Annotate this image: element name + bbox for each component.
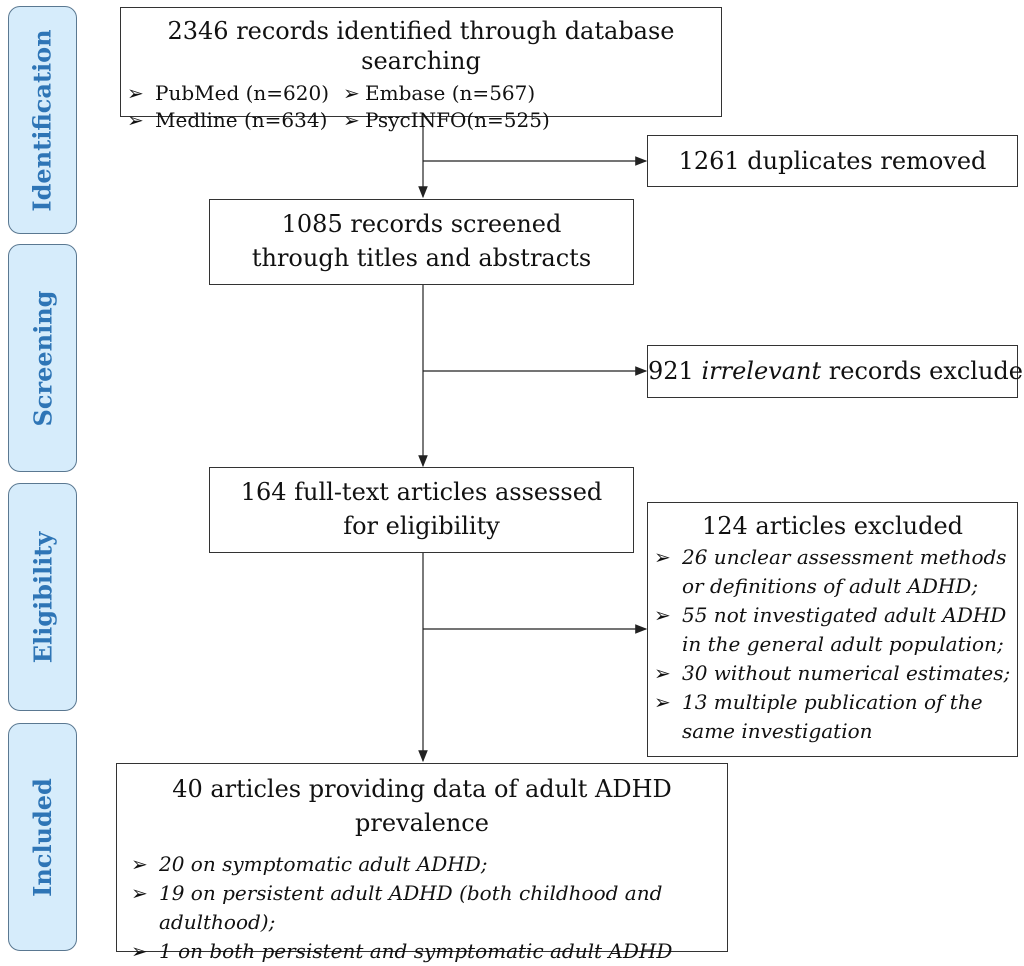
stage-identification: Identification: [8, 6, 77, 234]
source-item: ➢Medline (n=634): [127, 108, 328, 132]
list-item: ➢30 without numerical estimates;: [648, 659, 1011, 688]
bullet-icon: ➢: [131, 852, 148, 876]
included-title: 40 articles providing data of adult ADHD…: [172, 775, 672, 837]
list-item: ➢26 unclear assessment methods or defini…: [654, 545, 1007, 598]
sources-left-list: ➢PubMed (n=620) ➢Medline (n=634): [121, 80, 343, 134]
included-items-list: ➢20 on symptomatic adult ADHD; ➢19 on pe…: [117, 850, 727, 966]
bullet-icon: ➢: [654, 661, 671, 685]
articles-excluded-title: 124 articles excluded: [701, 512, 964, 540]
included-box: 40 articles providing data of adult ADHD…: [116, 763, 728, 963]
list-item: ➢13 multiple publication of the same inv…: [654, 690, 983, 743]
list-item: ➢55 not investigated adult ADHD in the g…: [654, 603, 1007, 656]
articles-excluded-box: 124 articles excluded ➢26 unclear assess…: [647, 502, 1018, 757]
bullet-icon: ➢: [131, 881, 148, 905]
records-screened-text: 1085 records screened through titles and…: [251, 210, 592, 272]
bullet-icon: ➢: [131, 939, 148, 963]
duplicates-removed-text: 1261 duplicates removed: [678, 147, 987, 175]
bullet-icon: ➢: [654, 545, 671, 569]
bullet-icon: ➢: [343, 81, 360, 105]
source-item: ➢PubMed (n=620): [127, 81, 330, 105]
bullet-icon: ➢: [654, 690, 671, 714]
records-identified-title: 2346 records identified through database…: [167, 17, 675, 75]
source-item: ➢Embase (n=567): [343, 81, 536, 105]
fulltext-assessed-box: 164 full-text articles assessed for elig…: [209, 467, 634, 553]
stage-included: Included: [8, 723, 77, 951]
records-screened-box: 1085 records screened through titles and…: [209, 199, 634, 285]
list-item: ➢19 on persistent adult ADHD (both child…: [131, 881, 663, 934]
bullet-icon: ➢: [127, 108, 144, 132]
sources-right-list: ➢Embase (n=567) ➢PsycINFO(n=525): [343, 80, 550, 134]
source-item: ➢PsycINFO(n=525): [343, 108, 550, 132]
bullet-icon: ➢: [343, 108, 360, 132]
list-item: ➢20 on symptomatic adult ADHD;: [125, 850, 687, 879]
bullet-icon: ➢: [127, 81, 144, 105]
bullet-icon: ➢: [654, 603, 671, 627]
duplicates-removed-box: 1261 duplicates removed: [647, 135, 1018, 187]
stage-screening: Screening: [8, 244, 77, 472]
fulltext-assessed-text: 164 full-text articles assessed for elig…: [240, 478, 603, 540]
irrelevant-excluded-box: 921 irrelevant records excluded: [647, 345, 1024, 398]
exclusion-reasons-list: ➢26 unclear assessment methods or defini…: [648, 543, 1017, 746]
irrelevant-excluded-text: 921 irrelevant records excluded: [648, 357, 1024, 385]
list-item: ➢1 on both persistent and symptomatic ad…: [125, 937, 687, 966]
stage-eligibility: Eligibility: [8, 483, 77, 711]
records-identified-box: 2346 records identified through database…: [120, 7, 722, 132]
